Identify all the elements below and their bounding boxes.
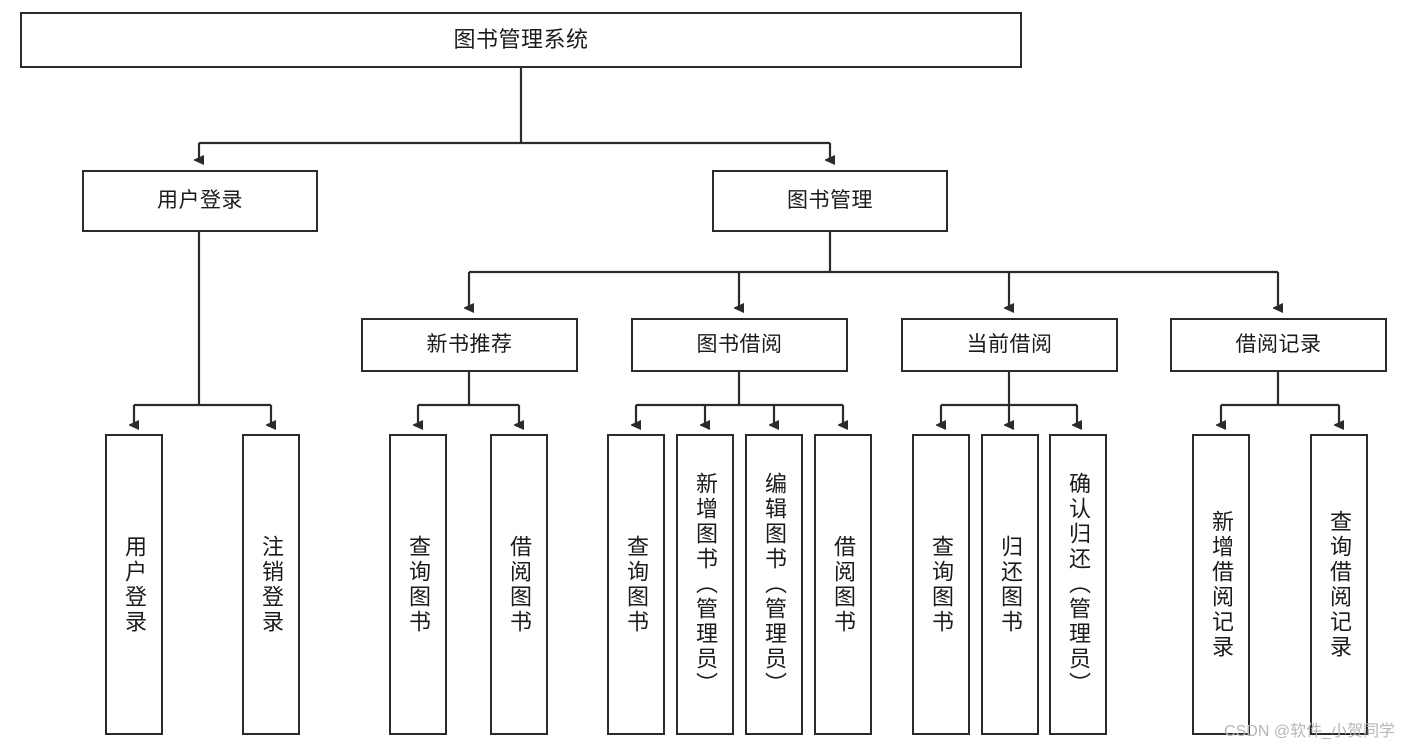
node-label: 用户登录 — [157, 188, 243, 212]
node-label: 借阅图书 — [507, 534, 532, 635]
node-label: 确认归还（管理员） — [1066, 472, 1091, 697]
node-label: 图书管理系统 — [453, 27, 589, 53]
node-label: 图书管理 — [787, 188, 873, 212]
node-leaf-query-book-2[interactable]: 查询图书 — [607, 434, 665, 735]
node-label: 查询图书 — [929, 534, 954, 635]
node-label: 查询图书 — [406, 534, 431, 635]
node-leaf-return-book[interactable]: 归还图书 — [981, 434, 1039, 735]
node-leaf-add-book[interactable]: 新增图书（管理员） — [676, 434, 734, 735]
node-root-book-management-system[interactable]: 图书管理系统 — [20, 12, 1022, 68]
node-label: 新书推荐 — [426, 332, 513, 356]
node-user-login[interactable]: 用户登录 — [82, 170, 318, 232]
node-label: 借阅记录 — [1235, 332, 1322, 356]
node-leaf-edit-book[interactable]: 编辑图书（管理员） — [745, 434, 803, 735]
node-label: 查询借阅记录 — [1327, 509, 1352, 660]
node-label: 归还图书 — [998, 534, 1023, 635]
node-label: 新增图书（管理员） — [693, 472, 718, 697]
node-leaf-query-book-1[interactable]: 查询图书 — [389, 434, 447, 735]
node-label: 当前借阅 — [966, 332, 1053, 356]
node-leaf-logout-login[interactable]: 注销登录 — [242, 434, 300, 735]
node-leaf-query-record[interactable]: 查询借阅记录 — [1310, 434, 1368, 735]
node-book-borrow[interactable]: 图书借阅 — [631, 318, 848, 372]
node-label: 借阅图书 — [831, 534, 856, 635]
node-label: 图书借阅 — [696, 332, 783, 356]
node-label: 注销登录 — [259, 534, 284, 635]
node-book-management[interactable]: 图书管理 — [712, 170, 948, 232]
node-leaf-query-book-3[interactable]: 查询图书 — [912, 434, 970, 735]
node-label: 查询图书 — [624, 534, 649, 635]
node-leaf-confirm-return[interactable]: 确认归还（管理员） — [1049, 434, 1107, 735]
node-leaf-borrow-book-1[interactable]: 借阅图书 — [490, 434, 548, 735]
node-new-book-recommend[interactable]: 新书推荐 — [361, 318, 578, 372]
node-label: 用户登录 — [122, 534, 147, 635]
watermark-text: CSDN @软件_小贺同学 — [1224, 723, 1395, 740]
node-leaf-add-record[interactable]: 新增借阅记录 — [1192, 434, 1250, 735]
node-leaf-borrow-book-2[interactable]: 借阅图书 — [814, 434, 872, 735]
node-borrow-record[interactable]: 借阅记录 — [1170, 318, 1387, 372]
node-label: 编辑图书（管理员） — [762, 472, 787, 697]
node-current-borrow[interactable]: 当前借阅 — [901, 318, 1118, 372]
node-label: 新增借阅记录 — [1209, 509, 1234, 660]
node-leaf-user-login[interactable]: 用户登录 — [105, 434, 163, 735]
